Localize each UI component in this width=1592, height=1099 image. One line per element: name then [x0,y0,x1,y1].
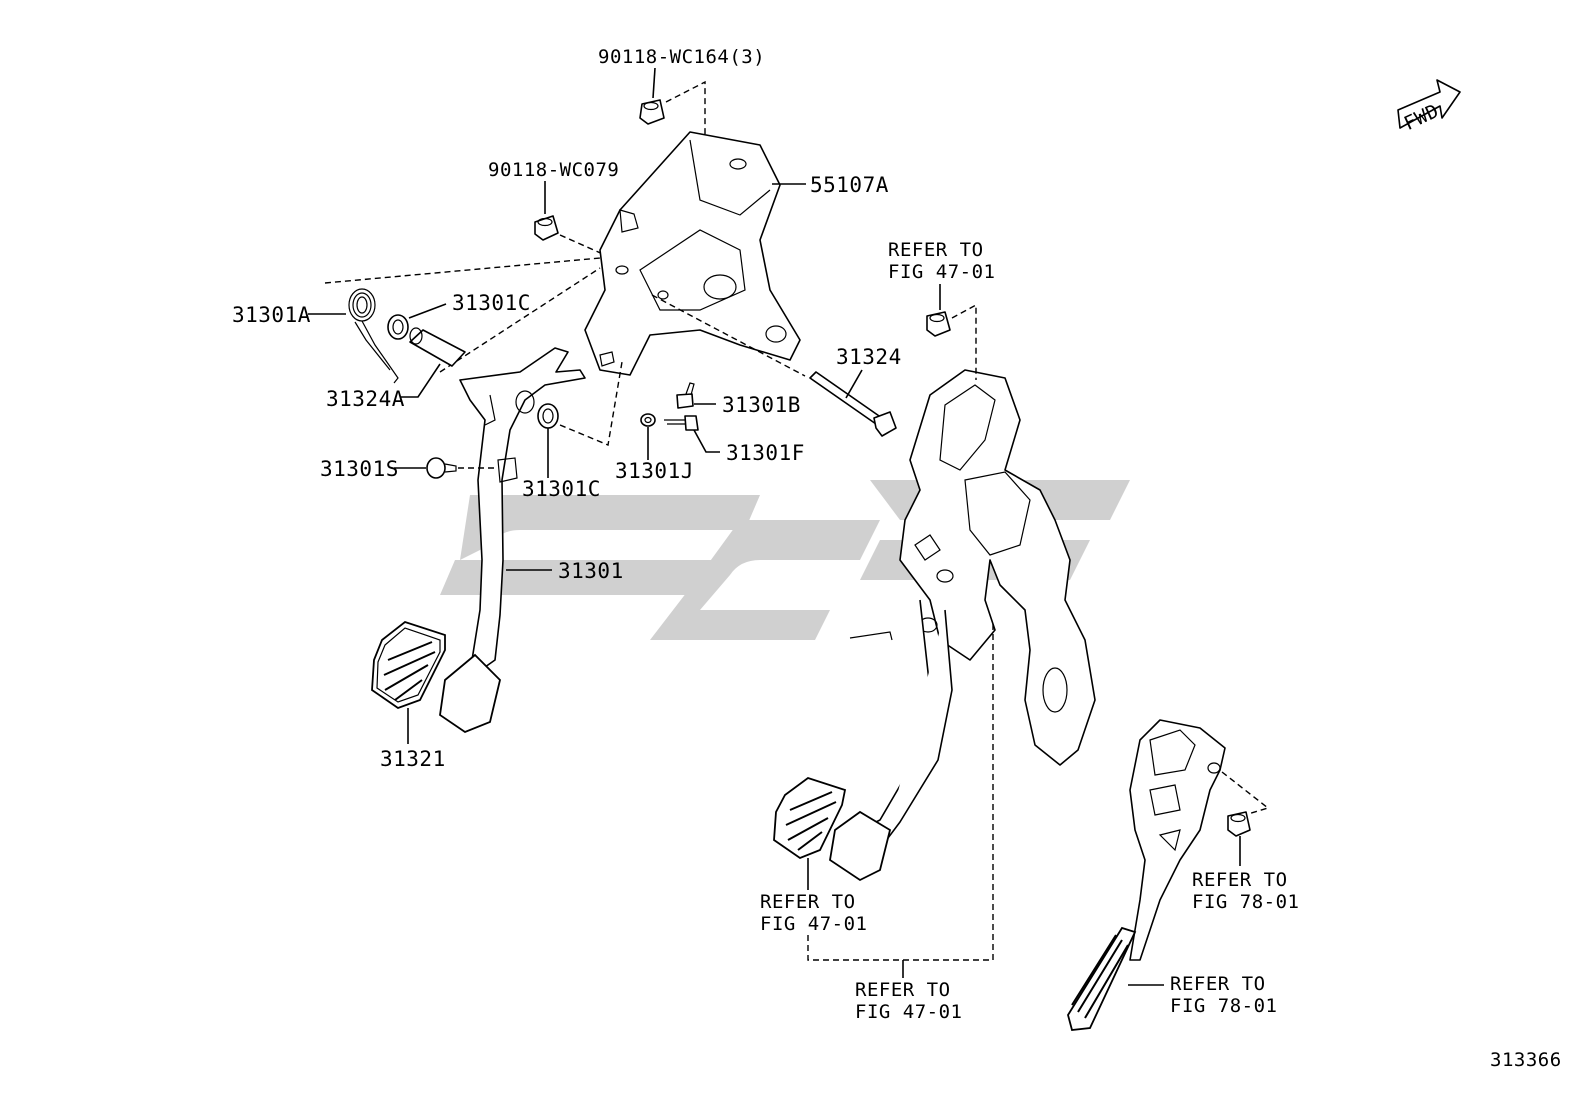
label-31324a: 31324A [326,387,405,411]
forward-direction-icon: FWD [1397,79,1461,135]
label-31301c-lower: 31301C [522,477,601,501]
label-refer-top-2: FIG 47-01 [888,261,995,283]
clutch-pedal-arm [439,347,586,734]
label-31301c-upper: 31301C [452,291,531,315]
bolt-b [676,382,695,409]
flange-nut-accel [1227,811,1251,837]
return-spring [348,288,399,384]
leader-bolt-f [693,429,720,453]
label-31321: 31321 [380,747,446,771]
label-refer-top-1: REFER TO [888,239,984,261]
label-31324: 31324 [836,345,902,369]
bushing-upper [387,314,409,340]
label-refer-bottom-1: REFER TO [855,979,951,1001]
dashed-bracket-refer-bottom [807,620,994,961]
long-bolt [809,371,897,437]
dashed-leader-nut-top [665,80,706,180]
label-refer-accel-nut-2: FIG 78-01 [1192,891,1299,913]
dashed-leader-accel-nut [1221,771,1270,815]
label-31301b: 31301B [722,393,801,417]
flange-nut-top [639,99,665,125]
label-90118-wc079: 90118-WC079 [488,159,619,181]
dashed-leader-nut-left [559,234,606,256]
label-31301: 31301 [558,559,624,583]
dashed-leader-refer-top [951,303,977,380]
clutch-pedal-pad [371,620,446,710]
dashed-axis-upper [324,257,601,284]
leader-nut-top [652,67,656,99]
flange-nut-right [926,311,951,337]
dashed-leader-bushing [559,361,623,446]
label-31301j: 31301J [615,459,694,483]
figure-number: 313366 [1490,1049,1562,1071]
label-55107a: 55107A [810,173,889,197]
label-90118-wc164: 90118-WC164(3) [598,46,765,68]
bolt-f [664,415,699,431]
dashed-axis-lower [439,267,601,373]
bushing-lower [537,403,559,429]
label-refer-pad-1: REFER TO [760,891,856,913]
label-refer-accel-nut-1: REFER TO [1192,869,1288,891]
label-31301s: 31301S [320,457,399,481]
brake-pedal-pad [773,777,847,860]
pedal-bracket [584,131,801,376]
leader-pin [400,363,441,398]
label-31301a: 31301A [232,303,311,327]
dashed-axis-long-bolt [651,294,806,377]
label-refer-bottom-2: FIG 47-01 [855,1001,962,1023]
leader-bushing-upper [408,303,447,319]
label-31301f: 31301F [726,441,805,465]
label-refer-accel-2: FIG 78-01 [1170,995,1277,1017]
pedal-stopper [426,457,457,479]
accelerator-pedal-assembly [1067,719,1226,1031]
leader-long-bolt [845,369,863,399]
pivot-pin [409,327,466,367]
clip-j [640,413,656,427]
brake-pedal-assembly [829,369,1096,882]
label-refer-pad-2: FIG 47-01 [760,913,867,935]
label-refer-accel-1: REFER TO [1170,973,1266,995]
flange-nut-left [534,215,559,241]
